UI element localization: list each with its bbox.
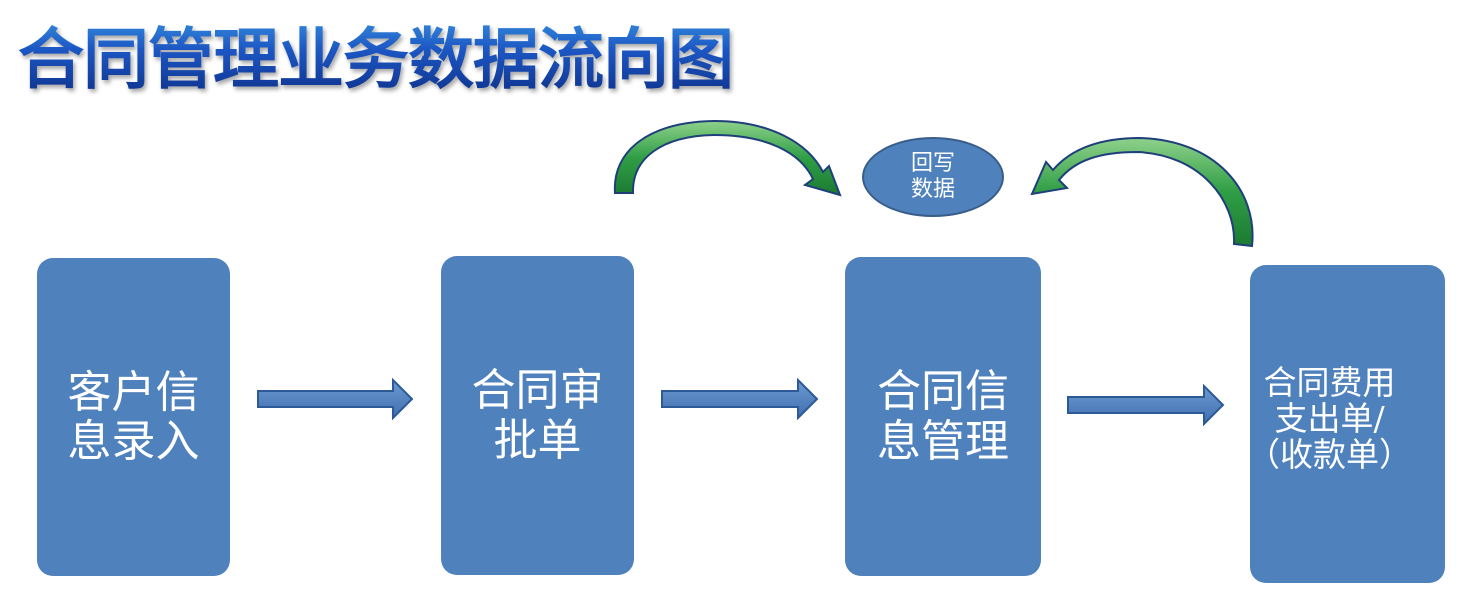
writeback-data-node: 回写 数据: [862, 137, 1004, 217]
arrow-box3-to-box4: [1067, 383, 1225, 427]
arrow-box1-to-box2: [257, 377, 414, 421]
node-customer-info-entry: 客户信 息录入: [37, 258, 230, 576]
writeback-label: 回写 数据: [910, 150, 955, 202]
node-contract-info-management: 合同信 息管理: [845, 257, 1041, 576]
curved-arrow-right: [1030, 136, 1254, 248]
page-title: 合同管理业务数据流向图: [18, 6, 734, 102]
node-label: 合同费用 支出单/ （收款单）: [1247, 362, 1412, 475]
node-contract-approval: 合同审 批单: [441, 256, 634, 575]
curved-arrow-left: [613, 119, 842, 197]
node-contract-expense-receipt: 合同费用 支出单/ （收款单）: [1247, 265, 1445, 583]
node-label: 合同审 批单: [471, 365, 604, 466]
node-label: 合同信 息管理: [877, 366, 1009, 467]
node-label: 客户信 息录入: [67, 366, 200, 467]
arrow-box2-to-box3: [661, 377, 819, 421]
